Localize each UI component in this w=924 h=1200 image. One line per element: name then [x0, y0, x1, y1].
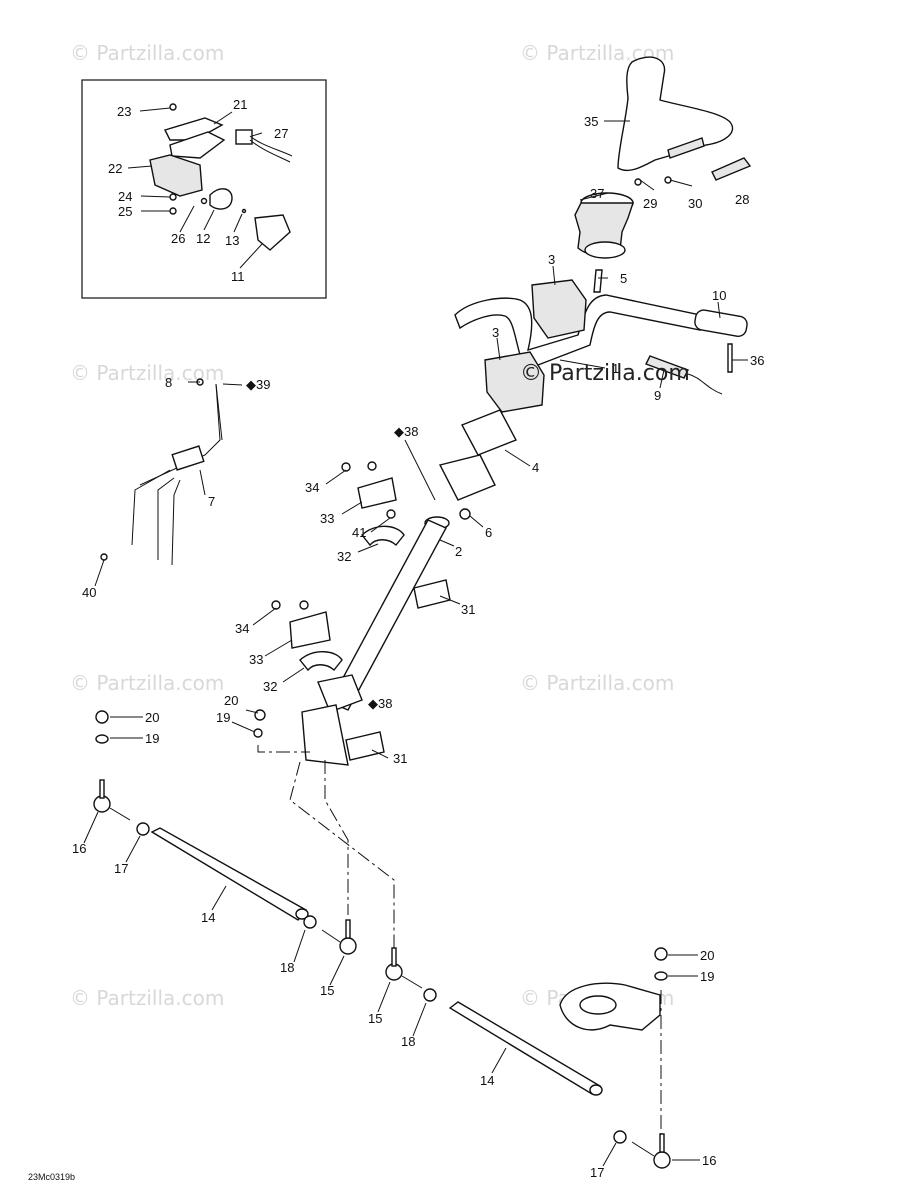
callout-label: 23 [117, 104, 131, 119]
callout-label: 26 [171, 231, 185, 246]
callout-label: 27 [274, 126, 288, 141]
callout-label: 19 [700, 969, 714, 984]
steering-boot [574, 192, 634, 259]
callout-label: 19 [216, 710, 230, 725]
watermark-group: © Partzilla.com © Partzilla.com © Partzi… [70, 41, 674, 1010]
steering-arm [559, 982, 661, 1031]
diagram-code: 23Mc0319b [28, 1172, 75, 1182]
callout-label: 20 [700, 948, 714, 963]
callout-label: 28 [735, 192, 749, 207]
ball-joints [93, 710, 671, 1169]
inset-frame [81, 79, 327, 299]
callout-label: 31 [393, 751, 407, 766]
callout-label: 4 [532, 460, 539, 475]
callout-label: 6 [485, 525, 492, 540]
callout-label: 29 [643, 196, 657, 211]
watermark: © Partzilla.com [70, 671, 224, 695]
callout-label: 15 [368, 1011, 382, 1026]
callout-label: 22 [108, 161, 122, 176]
callout-label: 32 [337, 549, 351, 564]
callout-label: 33 [320, 511, 334, 526]
callout-label: 16 [72, 841, 86, 856]
callout-label: 17 [590, 1165, 604, 1180]
callout-label: 20 [145, 710, 159, 725]
throttle-cable [100, 378, 223, 566]
watermark: © Partzilla.com [520, 671, 674, 695]
callout-label: 17 [114, 861, 128, 876]
callout-label: 10 [712, 288, 726, 303]
callout-label: 32 [263, 679, 277, 694]
callout-label: 41 [352, 525, 366, 540]
callout-label: 14 [480, 1073, 494, 1088]
callout-label: ◆ [368, 696, 378, 711]
callout-label: 36 [750, 353, 764, 368]
callout-label: 2 [455, 544, 462, 559]
callout-label: 3 [548, 252, 555, 267]
centerlines [257, 745, 662, 1134]
callout-label: 5 [620, 271, 627, 286]
callout-label: 15 [320, 983, 334, 998]
tie-rod-left [150, 827, 309, 921]
callout-label: 38 [378, 696, 392, 711]
callout-label: 38 [404, 424, 418, 439]
callout-label: 34 [235, 621, 249, 636]
callout-label: ◆ [394, 424, 404, 439]
callout-label: 30 [688, 196, 702, 211]
callout-label: 18 [401, 1034, 415, 1049]
callout-label: 34 [305, 480, 319, 495]
handlebar [454, 294, 748, 395]
callout-label: 11 [231, 269, 245, 284]
callout-label: 39 [256, 377, 270, 392]
callout-label: 3 [492, 325, 499, 340]
callout-label: 1 [612, 361, 619, 376]
callout-label: 14 [201, 910, 215, 925]
steering-column [301, 454, 496, 766]
callout-label: 40 [82, 585, 96, 600]
handlebar-clamps [461, 269, 603, 456]
callout-label: 18 [280, 960, 294, 975]
callout-label: 12 [196, 231, 210, 246]
tie-rod-right [448, 1001, 603, 1096]
callout-label: 37 [590, 186, 604, 201]
callout-label: 20 [224, 693, 238, 708]
callout-label: 7 [208, 494, 215, 509]
callout-label: 31 [461, 602, 475, 617]
watermark: © Partzilla.com [70, 986, 224, 1010]
center-watermark: © Partzilla.com [520, 361, 690, 386]
callout-label: 13 [225, 233, 239, 248]
callout-label: 24 [118, 189, 132, 204]
callout-label: 25 [118, 204, 132, 219]
callout-label: 33 [249, 652, 263, 667]
column-brackets [253, 461, 451, 761]
callout-label: 21 [233, 97, 247, 112]
callout-label: 9 [654, 388, 661, 403]
callout-label: ◆ [246, 377, 256, 392]
handlebar-cover [617, 56, 752, 186]
callout-label: 35 [584, 114, 598, 129]
leader-lines [83, 107, 748, 1167]
callout-labels: 23 21 27 22 24 25 26 12 13 11 35 29 30 2… [72, 97, 764, 1180]
switch-housing-assembly [149, 103, 293, 251]
watermark: © Partzilla.com [70, 41, 224, 65]
callout-label: 16 [702, 1153, 716, 1168]
callout-label: 8 [165, 375, 172, 390]
callout-label: 19 [145, 731, 159, 746]
